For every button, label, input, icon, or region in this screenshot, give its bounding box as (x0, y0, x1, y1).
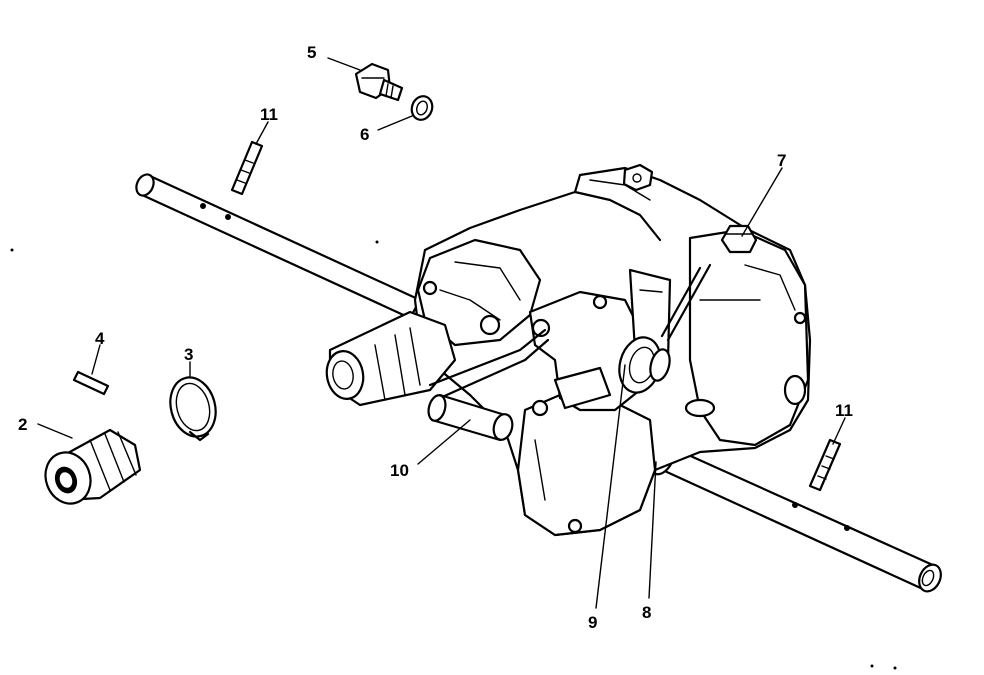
transaxle-housing (325, 163, 812, 537)
callout-4: 4 (95, 329, 105, 348)
snap-ring-part (169, 376, 217, 442)
leader-lines (37, 57, 846, 609)
roll-pin-left-part (230, 140, 264, 196)
scan-specks (10, 240, 897, 670)
callout-7: 7 (777, 151, 786, 170)
callout-10: 10 (390, 461, 409, 480)
callout-9: 9 (588, 613, 597, 632)
callout-labels: 5 6 11 7 4 3 2 10 9 8 11 (18, 43, 853, 632)
callout-8: 8 (642, 603, 651, 622)
callout-11-left: 11 (260, 105, 278, 124)
callout-6: 6 (360, 125, 369, 144)
pin-part (72, 370, 110, 396)
roll-pin-right-part (808, 438, 842, 492)
callout-2: 2 (18, 415, 27, 434)
callout-5: 5 (307, 43, 316, 62)
pulley-coupler-part (44, 428, 142, 505)
washer-part (410, 95, 434, 121)
callout-3: 3 (184, 345, 193, 364)
hex-plug-part (354, 62, 404, 102)
callout-11-right: 11 (835, 401, 853, 420)
